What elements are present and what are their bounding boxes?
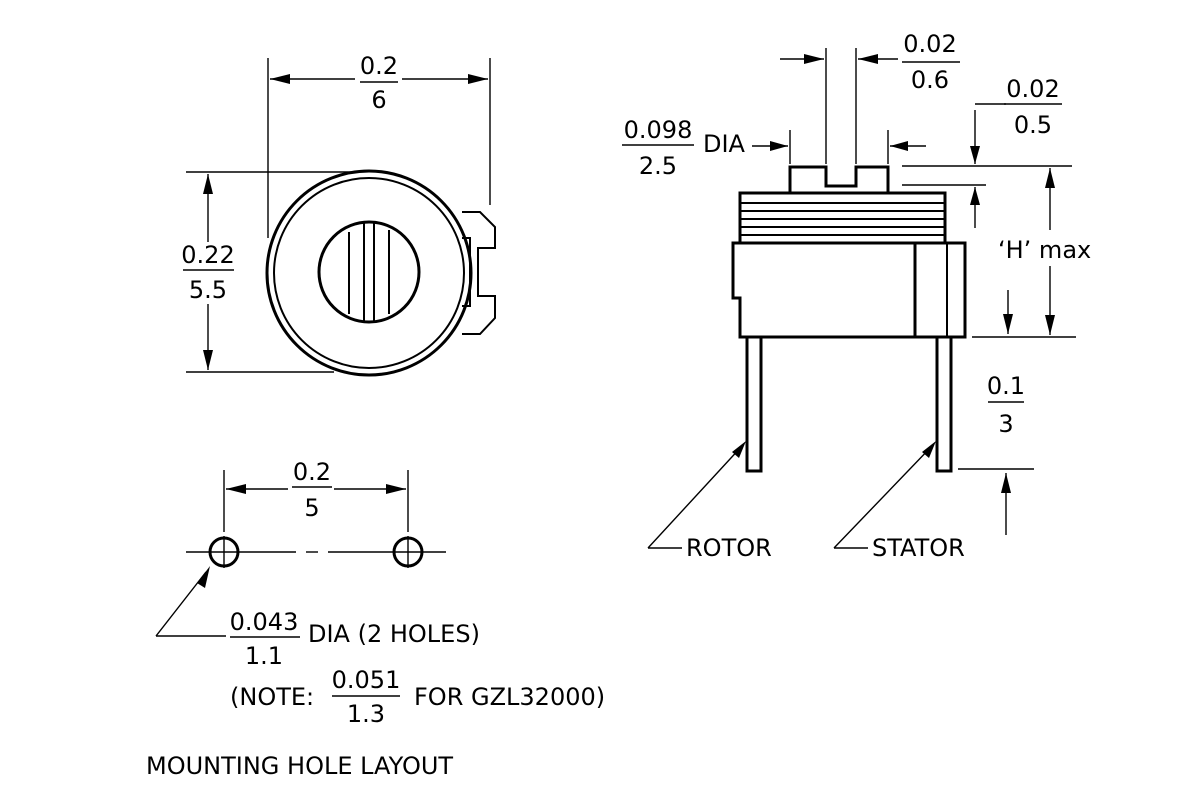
note-suffix: FOR GZL32000) (414, 683, 605, 711)
screw-slot (348, 222, 365, 322)
note-dia-mm: 1.3 (347, 700, 385, 728)
pin-length-mm: 3 (998, 410, 1013, 438)
top-height-mm: 5.5 (189, 276, 227, 304)
hole-spacing-in: 0.2 (293, 458, 331, 486)
top-height-in: 0.22 (181, 241, 234, 269)
top-view: 0.2 6 0.22 5.5 (181, 52, 496, 377)
side-view: 0.02 0.6 0.098 2.5 DIA 0.02 0.5 ‘H’ max (622, 30, 1091, 562)
height-max-label: ‘H’ max (998, 236, 1091, 264)
top-width-in: 0.2 (360, 52, 398, 80)
body-inner-circle (273, 177, 465, 369)
knob-dia-in: 0.098 (624, 116, 693, 144)
screw-slot-right (373, 222, 390, 322)
pin-length-in: 0.1 (987, 372, 1025, 400)
body-outer-circle (265, 169, 473, 377)
terminal-clip (462, 211, 496, 335)
mounting-hole-layout: 0.2 5 0.043 1.1 DIA (2 HOLES) (NOTE: 0.0… (146, 458, 605, 780)
top-width-mm: 6 (371, 86, 386, 114)
mounting-layout-title: MOUNTING HOLE LAYOUT (146, 752, 453, 780)
side-knob (788, 165, 890, 192)
adjust-knob (317, 220, 421, 324)
stator-pin (935, 335, 953, 473)
knob-dia-label: DIA (703, 130, 746, 158)
knob-dia-mm: 2.5 (639, 152, 677, 180)
side-body (731, 241, 967, 339)
top-gap-in: 0.02 (1006, 75, 1059, 103)
slot-width-in: 0.02 (903, 30, 956, 58)
hole-dia-in: 0.043 (230, 608, 299, 636)
rotor-label: ROTOR (686, 534, 772, 562)
hole-dia-mm: 1.1 (245, 642, 283, 670)
hole-spacing-mm: 5 (304, 494, 319, 522)
stator-label: STATOR (872, 534, 965, 562)
note-dia-in: 0.051 (332, 666, 401, 694)
slot-width-mm: 0.6 (911, 66, 949, 94)
top-gap-mm: 0.5 (1014, 111, 1052, 139)
rotor-pin (745, 335, 763, 473)
hole-dia-label: DIA (2 HOLES) (308, 620, 480, 648)
terminal-clip-inner (462, 237, 471, 307)
note-prefix: (NOTE: (230, 683, 314, 711)
